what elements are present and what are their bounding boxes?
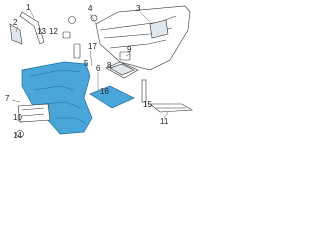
callout-8: 8 <box>107 61 112 70</box>
callout-14: 14 <box>13 131 22 140</box>
parts-diagram <box>9 5 193 138</box>
small-cover <box>119 51 131 61</box>
callout-9: 9 <box>127 45 132 54</box>
callout-10: 10 <box>13 113 22 122</box>
callout-12: 12 <box>49 27 58 36</box>
scuff-plate <box>141 79 193 113</box>
storage-box <box>17 103 51 123</box>
upper-trim-panel <box>95 5 191 71</box>
callout-11: 11 <box>160 117 169 126</box>
callout-13: 13 <box>37 27 46 36</box>
callout-6: 6 <box>96 64 101 73</box>
callout-15: 15 <box>143 100 152 109</box>
callout-7: 7 <box>5 94 10 103</box>
floor-mat <box>89 85 135 109</box>
leader-lines <box>11 9 169 123</box>
callout-3: 3 <box>136 4 141 13</box>
callout-2: 2 <box>13 18 18 27</box>
side-trim-panel <box>21 61 93 135</box>
callout-1: 1 <box>26 3 31 12</box>
clip-parts-top <box>9 11 98 59</box>
fastener <box>16 130 24 138</box>
callout-17: 17 <box>88 42 97 51</box>
callout-5: 5 <box>84 59 89 68</box>
callout-16: 16 <box>100 87 109 96</box>
callout-4: 4 <box>88 4 93 13</box>
